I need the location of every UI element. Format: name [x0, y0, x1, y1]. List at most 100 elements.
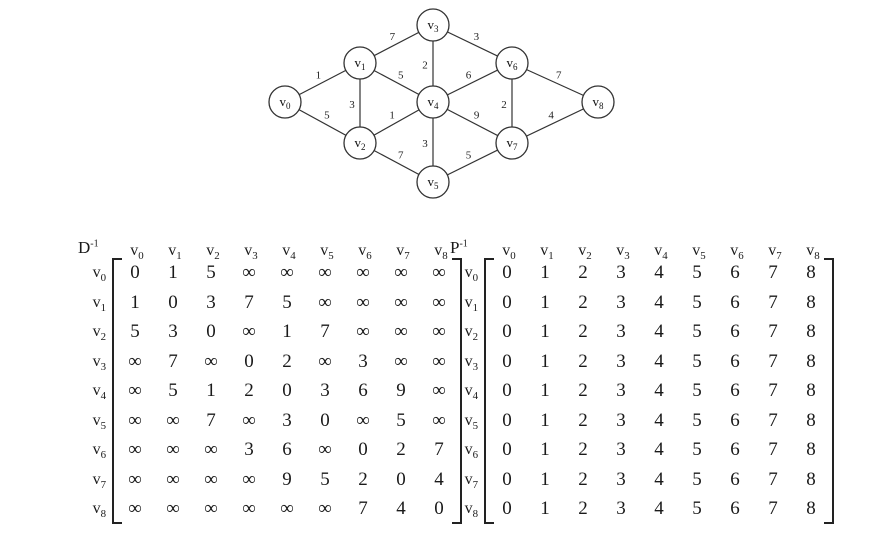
- matrix-d-cell: ∞: [242, 409, 256, 431]
- matrix-p-cell: 4: [654, 409, 664, 431]
- matrix-d-cell: 0: [244, 350, 254, 372]
- matrix-p-cell: 8: [806, 262, 816, 283]
- matrix-d-cell: ∞: [204, 468, 218, 490]
- matrix-p-cell: 2: [578, 291, 588, 313]
- matrix-p-cell: 0: [502, 350, 512, 372]
- node-label-v5: v5: [428, 174, 440, 191]
- matrix-p-cell: 0: [502, 409, 512, 431]
- matrix-p-cell: 5: [692, 350, 702, 372]
- matrix-p-cell: 6: [730, 468, 740, 490]
- matrix-p-cell: 0: [502, 262, 512, 283]
- matrix-d-col-header: v1: [168, 242, 182, 263]
- matrix-p-right-bracket: [824, 258, 834, 524]
- matrix-d-cell: 3: [244, 439, 254, 460]
- matrix-p-cell: 0: [502, 291, 512, 313]
- matrix-d-cell: ∞: [280, 498, 294, 519]
- matrix-d-row-header: v0: [92, 264, 106, 285]
- edge-weight-v4-v5: 3: [422, 138, 428, 150]
- matrix-d-cell: ∞: [204, 498, 218, 519]
- matrix-p-row-header: v3: [464, 352, 478, 373]
- matrix-p-cell: 1: [540, 498, 550, 519]
- matrix-p-cell: 4: [654, 262, 664, 283]
- matrix-d-col-header: v2: [206, 242, 220, 263]
- matrix-p-cell: 2: [578, 350, 588, 372]
- matrix-p-cell: 3: [616, 291, 626, 313]
- matrix-d-cell: 2: [358, 468, 368, 490]
- node-v7: v7: [495, 126, 529, 160]
- matrix-p-cell: 2: [578, 380, 588, 401]
- node-v3: v3: [416, 8, 450, 42]
- matrix-d-col-header: v5: [320, 242, 334, 263]
- matrix-d-col-header: v4: [282, 242, 296, 263]
- node-label-v8: v8: [593, 94, 605, 111]
- edge-weight-v6-v8: 7: [556, 69, 562, 81]
- matrix-d-col-header: v6: [358, 242, 372, 263]
- matrix-d-cell: ∞: [356, 262, 370, 283]
- matrix-p-cell: 4: [654, 291, 664, 313]
- matrix-p-cell: 1: [540, 262, 550, 283]
- matrix-d-cell: ∞: [128, 380, 142, 401]
- matrix-p-cell: 1: [540, 321, 550, 342]
- matrix-d-cell: ∞: [394, 262, 408, 283]
- matrix-d-right-bracket: [452, 258, 462, 524]
- matrix-p-cell: 8: [806, 498, 816, 519]
- edge-weight-v2-v5: 7: [398, 150, 404, 162]
- matrix-p-cell: 7: [768, 498, 778, 519]
- edge-weight-v7-v8: 4: [548, 109, 554, 121]
- matrix-p-cell: 2: [578, 262, 588, 283]
- matrix-p-cell: 7: [768, 380, 778, 401]
- edge-weight-v4-v6: 6: [466, 69, 472, 81]
- matrix-d-cell: 1: [206, 380, 216, 401]
- matrix-p-cell: 8: [806, 380, 816, 401]
- matrix-p-cell: 8: [806, 409, 816, 431]
- matrix-p-cell: 8: [806, 291, 816, 313]
- edge-weight-v0-v2: 5: [324, 110, 330, 122]
- matrix-d-cell: 0: [358, 439, 368, 460]
- matrix-d-row-header: v1: [92, 293, 106, 314]
- node-label-v4: v4: [428, 94, 440, 111]
- matrix-d-cell: 4: [396, 498, 406, 519]
- matrix-p-cell: 2: [578, 439, 588, 460]
- matrix-p-cell: 1: [540, 380, 550, 401]
- matrix-d-row-header: v5: [92, 411, 106, 432]
- matrix-p-cell: 3: [616, 350, 626, 372]
- matrix-d-cell: 5: [282, 291, 292, 313]
- matrix-d-cell: ∞: [242, 498, 256, 519]
- matrix-p-cell: 7: [768, 409, 778, 431]
- matrix-d-cell: ∞: [204, 439, 218, 460]
- matrix-d-cell: ∞: [242, 262, 256, 283]
- matrix-p-row-header: v7: [464, 470, 478, 491]
- matrix-d-cell: ∞: [128, 468, 142, 490]
- matrix-d-cell: 5: [206, 262, 216, 283]
- matrix-d-cell: 2: [244, 380, 254, 401]
- matrix-p-col-header: v0: [502, 242, 516, 263]
- matrix-d-row-header: v7: [92, 470, 106, 491]
- matrix-p-row-header: v8: [464, 500, 478, 521]
- matrix-p-cell: 5: [692, 321, 702, 342]
- node-v2: v2: [343, 126, 377, 160]
- matrix-d-left-bracket: [112, 258, 122, 524]
- matrix-p-cell: 4: [654, 498, 664, 519]
- matrix-d-cell: 7: [244, 291, 254, 313]
- matrix-d-cell: ∞: [318, 498, 332, 519]
- matrix-p-cell: 7: [768, 468, 778, 490]
- node-label-v2: v2: [355, 135, 366, 152]
- matrix-d-cell: ∞: [242, 468, 256, 490]
- matrix-d-cell: 7: [434, 439, 444, 460]
- matrix-p-cell: 4: [654, 321, 664, 342]
- matrix-p-cell: 3: [616, 498, 626, 519]
- matrix-p-cell: 8: [806, 439, 816, 460]
- node-label-v7: v7: [507, 135, 519, 152]
- matrix-d-cell: 7: [168, 350, 178, 372]
- matrix-p-cell: 6: [730, 439, 740, 460]
- matrix-d-cell: ∞: [394, 321, 408, 342]
- matrix-p-cell: 1: [540, 291, 550, 313]
- matrix-d-cell: 6: [282, 439, 292, 460]
- matrix-p-col-header: v8: [806, 242, 820, 263]
- matrix-d-cell: ∞: [318, 262, 332, 283]
- matrix-d-cell: ∞: [204, 350, 218, 372]
- matrix-p-row-header: v4: [464, 382, 478, 403]
- matrix-d-cell: 9: [396, 380, 406, 401]
- matrix-p-cell: 7: [768, 262, 778, 283]
